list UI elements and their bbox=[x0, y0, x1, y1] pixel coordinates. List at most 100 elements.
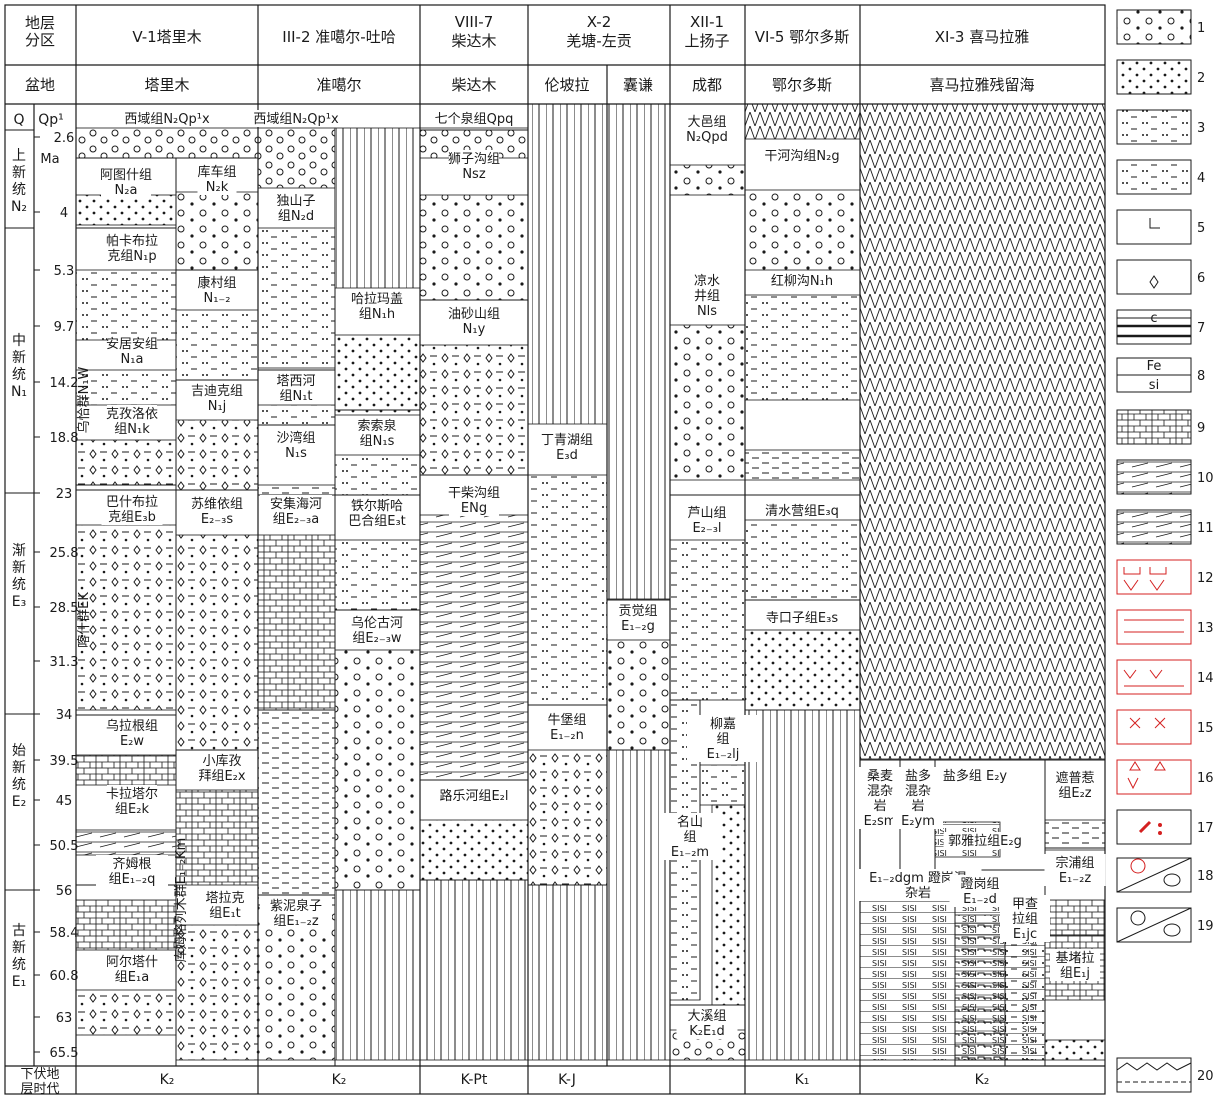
epoch-label: 古新统E₁ bbox=[12, 923, 26, 990]
formation-label: 铁尔斯哈巴合组E₃t bbox=[348, 499, 406, 529]
epoch-label: 渐新统E₃ bbox=[12, 543, 26, 610]
formation-label: 塔拉克组E₁t bbox=[205, 891, 244, 921]
legend-swatch-dolomite bbox=[1117, 510, 1191, 544]
legend-label-fe: Fe bbox=[1147, 359, 1162, 374]
basin-row: 盆地 塔里木 准噶尔 柴达木 伦坡拉 囊谦 成都 鄂尔多斯 喜马拉雅残留海 bbox=[25, 76, 1035, 94]
underlying-header: 下伏地层时代 bbox=[20, 1067, 59, 1097]
age-tick-label: 31.3 bbox=[50, 655, 79, 670]
zone-qaidam-name: 柴达木 bbox=[451, 32, 496, 50]
age-tick-label: 45 bbox=[56, 794, 73, 809]
age-tick-label: 63 bbox=[56, 1011, 73, 1026]
formation-label: 牛堡组E₁₋₂n bbox=[547, 712, 586, 743]
legend-swatch-volcanic-1 bbox=[1117, 560, 1191, 594]
formation-label: 遮普惹组E₂z bbox=[1055, 770, 1094, 801]
formation-label: 乌伦古河组E₂₋₃w bbox=[351, 615, 403, 646]
formation-label: 干河沟组N₂g bbox=[764, 149, 839, 164]
legend-swatch-volcanic-4 bbox=[1117, 710, 1191, 744]
group-label-kashi: 喀什群EK bbox=[76, 592, 92, 648]
age-tick-label: 56 bbox=[56, 884, 73, 899]
age-tick-label: 39.5 bbox=[50, 754, 79, 769]
formation-label: 七个泉组Qpq bbox=[435, 111, 514, 127]
basin-name: 鄂尔多斯 bbox=[772, 76, 832, 94]
zone-qiangtang-name: 羌塘-左贡 bbox=[566, 32, 631, 50]
legend-number: 8 bbox=[1197, 369, 1205, 384]
age-tick-label: 58.4 bbox=[50, 926, 79, 941]
legend-number: 15 bbox=[1197, 721, 1214, 736]
legend-number: 18 bbox=[1197, 869, 1214, 884]
zone-tarim: V-1塔里木 bbox=[132, 28, 201, 46]
formation-label: 安集海河组E₂₋₃a bbox=[270, 496, 322, 527]
age-tick-label: 25.8 bbox=[50, 546, 79, 561]
legend-numbers: 1234567891011121314151617181920 bbox=[1197, 21, 1214, 1084]
formation-label: 齐姆根组E₁₋₂q bbox=[109, 856, 156, 887]
zone-yangtze-code: XII-1 bbox=[690, 13, 724, 31]
formation-label: 郭雅拉组E₂g bbox=[948, 833, 1022, 849]
legend-number: 4 bbox=[1197, 171, 1205, 186]
formation-label: 芦山组E₂₋₃l bbox=[687, 506, 726, 536]
legend-swatch-volcanic-2 bbox=[1117, 610, 1191, 644]
basin-name: 囊谦 bbox=[623, 76, 653, 94]
age-tick-label: 5.3 bbox=[54, 264, 75, 279]
legend-swatch-limestone bbox=[1117, 410, 1191, 444]
legend-number: 16 bbox=[1197, 771, 1214, 786]
legend-swatch-siltstone bbox=[1117, 160, 1191, 194]
time-scale: Q Qp¹ Ma 2.645.39.714.218.82325.828.531.… bbox=[5, 112, 78, 1097]
legend-number: 3 bbox=[1197, 121, 1205, 136]
age-tick-label: 14.2 bbox=[50, 376, 79, 391]
legend-number: 19 bbox=[1197, 919, 1214, 934]
formation-label: 清水营组E₃q bbox=[765, 504, 839, 519]
underlying-ordos: K₁ bbox=[795, 1072, 810, 1088]
formation-label: 蹬岗组E₁₋₂d bbox=[960, 877, 999, 907]
legend-swatch-conglomerate bbox=[1117, 10, 1191, 44]
zone-header-label: 地层分区 bbox=[25, 14, 55, 49]
legend-number: 20 bbox=[1197, 1069, 1214, 1084]
epoch-label: 上新统N₂ bbox=[11, 148, 27, 215]
zone-ordos: VI-5 鄂尔多斯 bbox=[755, 28, 849, 46]
underlying-tarim: K₂ bbox=[160, 1072, 175, 1088]
zone-himalaya: XI-3 喜马拉雅 bbox=[935, 28, 1029, 46]
age-tick-label: 60.8 bbox=[50, 969, 79, 984]
age-tick-label: 23 bbox=[56, 487, 73, 502]
age-tick-label: 50.5 bbox=[50, 839, 79, 854]
basin-name: 成都 bbox=[692, 76, 722, 94]
formation-label: 巴什布拉克组E₃b bbox=[106, 495, 158, 525]
group-label-wuqia: 乌恰群N₁W bbox=[76, 366, 92, 433]
formation-label: 帕卡布拉克组N₁p bbox=[106, 234, 158, 264]
underlying-qiangtang: K-J bbox=[558, 1072, 576, 1088]
formation-label: 西域组N₂Qp¹x bbox=[253, 112, 339, 127]
legend-number: 11 bbox=[1197, 521, 1214, 536]
basin-name: 伦坡拉 bbox=[544, 76, 589, 94]
formation-label: 塔西河组N₁t bbox=[276, 374, 315, 404]
ma-unit: Ma bbox=[40, 152, 59, 167]
formation-label: 盐多组 E₂y bbox=[943, 768, 1008, 784]
formation-label: 甲查拉组E₁jc bbox=[1012, 897, 1038, 942]
formation-label: 寺口子组E₃s bbox=[766, 611, 838, 626]
legend-number: 10 bbox=[1197, 471, 1214, 486]
formation-label: 路乐河组E₂l bbox=[439, 788, 508, 804]
legend-number: 7 bbox=[1197, 321, 1205, 336]
zone-yangtze-name: 上扬子 bbox=[684, 32, 729, 50]
legend-number: 2 bbox=[1197, 71, 1205, 86]
zone-qiangtang-code: X-2 bbox=[587, 13, 612, 31]
legend-swatch-volcanic-5 bbox=[1117, 760, 1191, 794]
legend-swatch-sandstone bbox=[1117, 60, 1191, 94]
formation-label: 索索泉组N₁s bbox=[357, 418, 396, 449]
legend-swatch-pebbly-sandstone bbox=[1117, 110, 1191, 144]
formation-label: 西域组N₂Qp¹x bbox=[124, 112, 210, 127]
legend-swatch-volcanic-symbol bbox=[1117, 810, 1191, 844]
formation-label: 凉水井组Nls bbox=[694, 274, 720, 319]
basin-header-label: 盆地 bbox=[25, 76, 55, 94]
underlying-himalaya: K₂ bbox=[975, 1072, 990, 1088]
legend-number: 9 bbox=[1197, 421, 1205, 436]
q-label: Q bbox=[13, 112, 24, 128]
legend-swatch-unconformity bbox=[1117, 1058, 1191, 1092]
age-tick-label: 4 bbox=[60, 206, 68, 221]
age-tick-label: 34 bbox=[56, 708, 73, 723]
legend-label-c: c bbox=[1150, 311, 1157, 326]
